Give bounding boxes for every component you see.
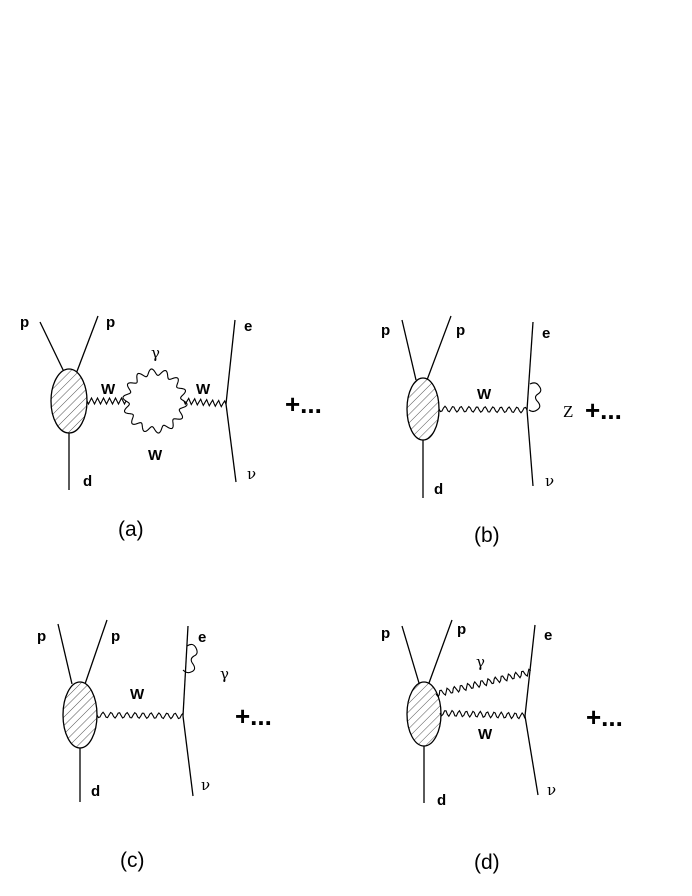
w-propagator-left	[86, 396, 127, 406]
electron-line	[524, 624, 536, 717]
label-e: e	[542, 325, 550, 342]
neutrino-line	[526, 409, 534, 487]
label-e: e	[244, 318, 252, 335]
neutrino-line	[225, 403, 237, 483]
label-p-right: p	[111, 628, 120, 645]
label-nu: ν	[545, 472, 554, 490]
label-p-left: p	[20, 314, 29, 331]
w-propagator	[96, 711, 184, 720]
plus-ellipsis: +...	[585, 395, 622, 425]
label-e: e	[198, 629, 206, 646]
label-gamma: γ	[476, 653, 485, 671]
diagram-c: p p d W γ e ν +... (c)	[37, 619, 272, 872]
proton-line-left	[57, 623, 73, 685]
electron-line	[526, 321, 534, 411]
label-w-loop: W	[148, 447, 163, 464]
plus-ellipsis: +...	[235, 701, 272, 731]
nucleus-blob	[406, 681, 442, 747]
label-w: W	[477, 386, 492, 403]
w-propagator	[439, 709, 526, 720]
w-propagator-right	[183, 397, 227, 408]
label-gamma: γ	[151, 344, 160, 362]
neutrino-line	[182, 715, 194, 797]
diagram-d: p p d γ W e ν +... (d)	[381, 619, 623, 874]
proton-line-right	[428, 619, 453, 684]
label-nu: ν	[547, 781, 556, 799]
caption-d: (d)	[474, 851, 500, 874]
label-e: e	[544, 627, 552, 644]
nucleus-blob	[406, 377, 440, 441]
z-boson-line	[528, 382, 542, 413]
label-p-left: p	[381, 625, 390, 642]
proton-line-right	[84, 619, 108, 685]
diagram-b: p p d W Z e ν +... (b)	[381, 315, 622, 547]
label-p-right: p	[457, 621, 466, 638]
label-z: Z	[563, 402, 573, 421]
label-d: d	[91, 783, 100, 800]
proton-line-right	[75, 315, 99, 375]
photon-propagator	[435, 668, 532, 698]
label-nu: ν	[201, 776, 210, 794]
proton-line-left	[39, 321, 67, 377]
label-p-left: p	[37, 628, 46, 645]
label-w: W	[130, 686, 145, 703]
nucleus-blob	[50, 368, 88, 434]
caption-c: (c)	[120, 849, 145, 872]
w-propagator	[438, 405, 528, 414]
label-d: d	[437, 792, 446, 809]
caption-a: (a)	[118, 518, 144, 541]
label-p-right: p	[456, 322, 465, 339]
neutrino-line	[524, 715, 539, 796]
label-p-left: p	[381, 322, 390, 339]
plus-ellipsis: +...	[285, 389, 322, 419]
proton-line-left	[401, 625, 420, 684]
label-p-right: p	[106, 314, 115, 331]
proton-line-right	[426, 315, 452, 381]
photon-line	[182, 643, 198, 674]
diagram-a: p p d W W γ W e ν +... (a)	[20, 314, 322, 541]
label-gamma: γ	[220, 665, 229, 683]
label-d: d	[83, 473, 92, 490]
electron-line	[182, 625, 189, 717]
label-w-right: W	[196, 381, 211, 398]
proton-line-left	[401, 319, 417, 381]
caption-b: (b)	[474, 524, 500, 547]
nucleus-blob	[62, 681, 98, 749]
label-d: d	[434, 481, 443, 498]
label-w-left: W	[101, 381, 116, 398]
label-w: W	[478, 726, 493, 743]
w-loop-bottom	[123, 400, 188, 434]
gamma-loop-top	[122, 368, 187, 402]
electron-line	[225, 319, 236, 405]
plus-ellipsis: +...	[586, 702, 623, 732]
label-nu: ν	[247, 465, 256, 483]
